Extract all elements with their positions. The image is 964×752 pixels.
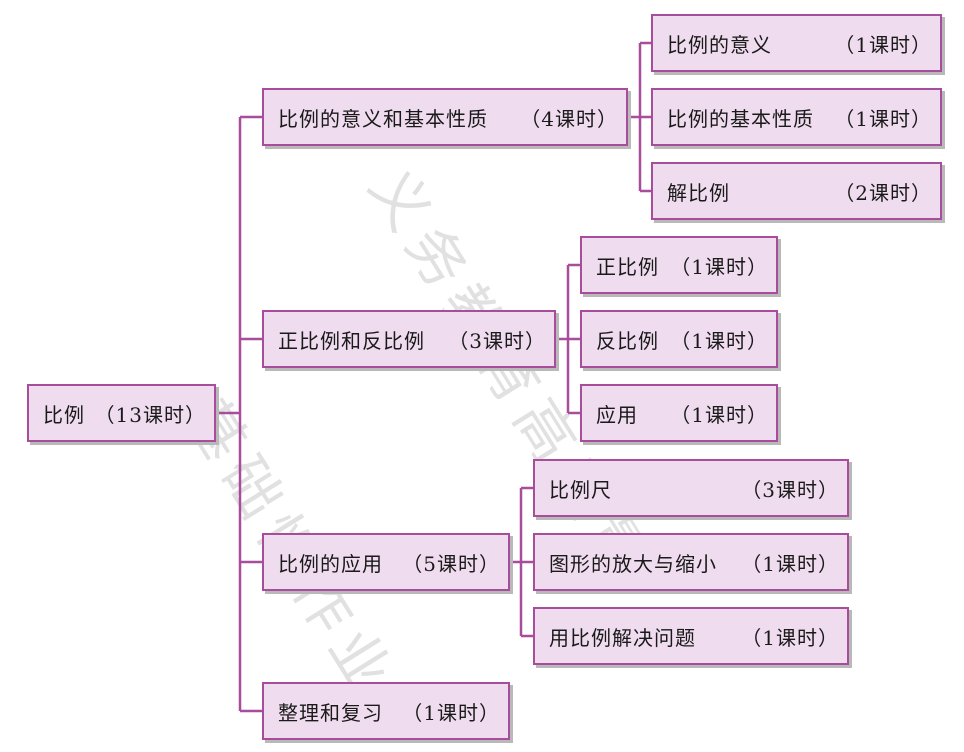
node-hours: （4课时） xyxy=(520,106,618,131)
leaf-node-ratio-meaning: 比例的意义 （1课时） xyxy=(651,14,942,72)
node-title: 正比例 xyxy=(596,254,659,279)
leaf-node-scale: 比例尺 （3课时） xyxy=(533,459,849,517)
node-hours: （2课时） xyxy=(834,180,932,205)
node-title: 图形的放大与缩小 xyxy=(549,551,717,576)
node-hours: （1课时） xyxy=(741,551,839,576)
node-hours: （1课时） xyxy=(670,402,768,427)
node-hours: （1课时） xyxy=(670,254,768,279)
node-title: 比例的意义和基本性质 xyxy=(278,106,488,131)
node-title: 反比例 xyxy=(596,328,659,353)
node-title: 比例 xyxy=(43,402,85,427)
node-hours: （1课时） xyxy=(670,328,768,353)
node-title: 比例的基本性质 xyxy=(667,106,814,131)
node-hours: （1课时） xyxy=(834,106,932,131)
node-title: 比例的应用 xyxy=(278,551,383,576)
node-title: 整理和复习 xyxy=(278,700,383,725)
section-node-review: 整理和复习 （1课时） xyxy=(262,682,510,740)
section-node-direct-inverse-proportion: 正比例和反比例 （3课时） xyxy=(262,310,556,368)
node-title: 应用 xyxy=(596,402,638,427)
node-title: 比例尺 xyxy=(549,477,612,502)
node-hours: （1课时） xyxy=(834,32,932,57)
node-hours: （3课时） xyxy=(448,328,546,353)
leaf-node-inverse-proportion: 反比例 （1课时） xyxy=(580,310,778,368)
node-hours: （3课时） xyxy=(741,477,839,502)
node-title: 用比例解决问题 xyxy=(549,625,696,650)
leaf-node-ratio-properties: 比例的基本性质 （1课时） xyxy=(651,88,942,146)
leaf-node-direct-proportion: 正比例 （1课时） xyxy=(580,236,778,294)
node-title: 正比例和反比例 xyxy=(278,328,425,353)
node-title: 比例的意义 xyxy=(667,32,772,57)
node-hours: （5课时） xyxy=(402,551,500,576)
node-hours: （1课时） xyxy=(402,700,500,725)
section-node-ratio-meaning-properties: 比例的意义和基本性质 （4课时） xyxy=(262,88,628,146)
node-hours: （13课时） xyxy=(94,402,206,427)
root-node: 比例 （13课时） xyxy=(27,384,216,442)
leaf-node-solve-ratio: 解比例 （2课时） xyxy=(651,162,942,220)
leaf-node-solve-problems: 用比例解决问题 （1课时） xyxy=(533,607,849,665)
section-node-ratio-application: 比例的应用 （5课时） xyxy=(262,533,510,591)
leaf-node-enlarge-shrink: 图形的放大与缩小 （1课时） xyxy=(533,533,849,591)
node-title: 解比例 xyxy=(667,180,730,205)
node-hours: （1课时） xyxy=(741,625,839,650)
leaf-node-application: 应用 （1课时） xyxy=(580,384,778,442)
